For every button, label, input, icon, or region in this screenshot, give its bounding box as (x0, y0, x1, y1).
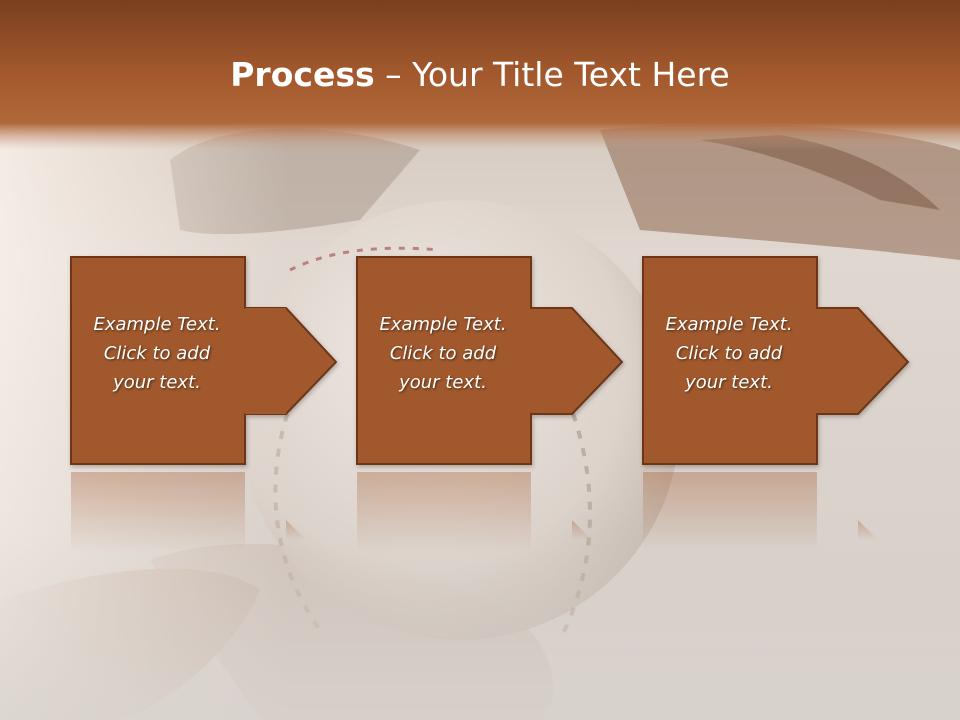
arrow-right-icon (70, 256, 338, 465)
step-text: Example Text. Click to add your text. (74, 310, 240, 397)
process-step-3[interactable]: Example Text. Click to add your text. (642, 256, 914, 472)
title-bar (0, 0, 960, 150)
title-bold: Process (230, 55, 375, 94)
process-step-1[interactable]: Example Text. Click to add your text. (70, 256, 342, 472)
step-text-line: Example Text. (93, 314, 221, 335)
step-text: Example Text. Click to add your text. (646, 310, 812, 397)
step-text-line: Click to add (103, 343, 211, 364)
step-text-line: Click to add (389, 343, 497, 364)
slide-title[interactable]: Process – Your Title Text Here (0, 52, 960, 98)
step-text: Example Text. Click to add your text. (360, 310, 526, 397)
step-text-line: your text. (399, 372, 487, 393)
step-text-line: Example Text. (665, 314, 793, 335)
step-reflection (356, 472, 628, 552)
process-step-2[interactable]: Example Text. Click to add your text. (356, 256, 628, 472)
step-text-line: your text. (685, 372, 773, 393)
arrow-right-icon (642, 256, 910, 465)
arrow-right-icon (356, 256, 624, 465)
step-text-line: Example Text. (379, 314, 507, 335)
step-reflection (70, 472, 342, 552)
title-rest: – Your Title Text Here (374, 55, 730, 94)
step-text-line: your text. (113, 372, 201, 393)
step-reflection (642, 472, 914, 552)
step-text-line: Click to add (675, 343, 783, 364)
